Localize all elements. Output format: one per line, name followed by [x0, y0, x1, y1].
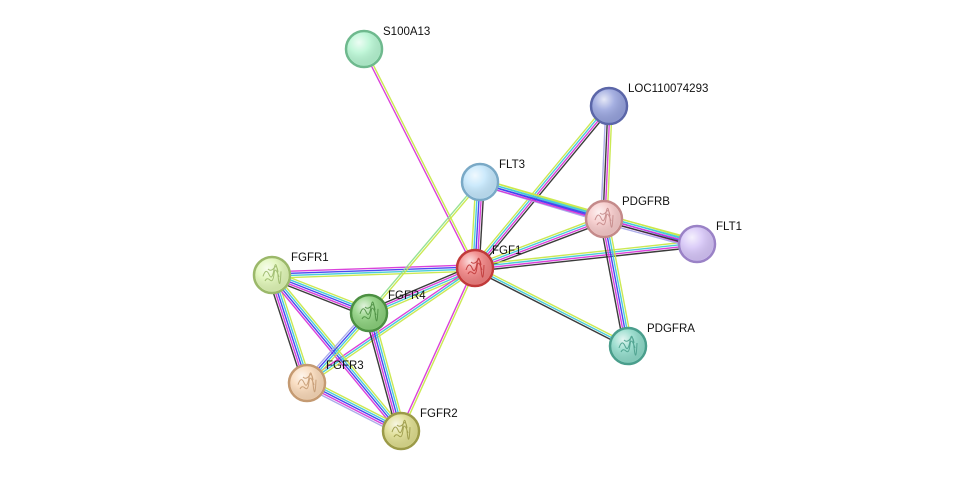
edge-evidence-line: [272, 268, 476, 277]
edge-evidence-line: [473, 215, 604, 266]
edge-evidence-line: [369, 270, 477, 317]
edge-evidence-line: [472, 103, 608, 267]
edges-layer: [267, 48, 699, 436]
node-flt3[interactable]: FLT3: [460, 159, 525, 202]
edge-evidence-line: [362, 49, 475, 269]
edge-evidence-line: [267, 276, 304, 385]
node-highlight: [587, 202, 621, 236]
edge-evidence-line: [306, 267, 476, 384]
edge-evidence-line: [271, 264, 475, 273]
edge-fgfr4-fgfr2[interactable]: [364, 311, 406, 433]
node-highlight: [384, 414, 418, 448]
edge-fgf1-loc110074293[interactable]: [472, 103, 612, 271]
edge-evidence-line: [401, 268, 477, 432]
node-pdgfra[interactable]: PDGFRA: [608, 323, 695, 366]
edge-evidence-line: [473, 104, 609, 268]
node-fgfr4[interactable]: FGFR4: [349, 290, 426, 333]
node-highlight: [611, 329, 645, 363]
node-loc110074293[interactable]: LOC110074293: [589, 83, 708, 126]
edge-fgf1-fgfr3[interactable]: [305, 265, 477, 386]
edge-evidence-line: [475, 244, 698, 270]
edge-evidence-line: [271, 266, 475, 275]
protein-structure-icon: [618, 335, 638, 356]
node-highlight: [680, 227, 714, 261]
edge-fgf1-fgfr1[interactable]: [271, 264, 476, 279]
node-label: FGFR3: [326, 360, 364, 372]
node-highlight: [592, 89, 626, 123]
node-label: FLT1: [716, 221, 742, 233]
edge-s100a13-fgf1[interactable]: [362, 48, 477, 269]
edge-evidence-line: [367, 180, 480, 313]
edge-evidence-line: [305, 265, 475, 382]
edge-evidence-line: [366, 313, 400, 432]
edge-evidence-line: [475, 246, 698, 272]
edge-evidence-line: [272, 273, 403, 431]
edge-evidence-line: [474, 242, 697, 268]
node-label: FGFR4: [388, 290, 426, 302]
node-label: FLT3: [499, 159, 525, 171]
edge-evidence-line: [368, 312, 402, 432]
node-highlight: [458, 251, 492, 285]
edge-evidence-line: [270, 275, 401, 433]
node-pdgfrb[interactable]: PDGFRB: [584, 196, 670, 239]
node-label: FGF1: [492, 245, 521, 257]
edge-evidence-line: [473, 269, 628, 349]
edge-evidence-line: [369, 182, 482, 315]
edge-evidence-line: [474, 240, 697, 266]
node-highlight: [290, 366, 324, 400]
edge-evidence-line: [599, 219, 625, 347]
node-label: PDGFRB: [622, 196, 670, 208]
node-s100a13[interactable]: S100A13: [344, 26, 430, 69]
edge-evidence-line: [475, 106, 611, 270]
edge-flt3-fgfr4[interactable]: [367, 180, 482, 315]
node-flt1[interactable]: FLT1: [677, 221, 742, 264]
protein-structure-icon: [262, 264, 282, 284]
edge-evidence-line: [475, 219, 605, 270]
node-label: PDGFRA: [647, 323, 695, 335]
edge-evidence-line: [476, 107, 612, 271]
edge-evidence-line: [601, 219, 627, 347]
node-label: FGFR1: [291, 252, 329, 264]
edge-evidence-line: [372, 311, 406, 431]
node-label: S100A13: [383, 26, 430, 38]
node-fgf1[interactable]: FGF1: [455, 245, 521, 288]
node-fgfr3[interactable]: FGFR3: [287, 360, 364, 403]
edge-evidence-line: [370, 312, 404, 431]
edge-evidence-line: [367, 264, 475, 311]
edge-evidence-line: [474, 217, 604, 268]
edge-evidence-line: [272, 270, 476, 279]
edge-evidence-line: [474, 267, 629, 347]
edge-evidence-line: [307, 269, 477, 386]
node-fgfr1[interactable]: FGFR1: [252, 252, 329, 295]
edge-evidence-line: [399, 267, 475, 431]
edge-fgf1-flt1[interactable]: [474, 240, 698, 272]
protein-structure-icon: [594, 207, 614, 228]
node-label: LOC110074293: [628, 83, 708, 95]
edge-fgf1-pdgfra[interactable]: [473, 265, 630, 349]
edge-evidence-line: [607, 218, 633, 346]
edge-evidence-line: [475, 265, 630, 345]
protein-structure-icon: [359, 301, 379, 322]
edge-fgf1-fgfr2[interactable]: [399, 267, 477, 432]
node-highlight: [347, 32, 381, 66]
edge-evidence-line: [605, 218, 631, 346]
protein-structure-icon: [391, 419, 411, 440]
protein-structure-icon: [465, 257, 485, 278]
edge-evidence-line: [603, 218, 629, 347]
protein-structure-icon: [297, 372, 317, 393]
edge-evidence-line: [364, 48, 477, 268]
node-fgfr2[interactable]: FGFR2: [381, 408, 458, 451]
node-highlight: [463, 165, 497, 199]
edge-pdgfrb-pdgfra[interactable]: [599, 218, 633, 347]
node-label: FGFR2: [420, 408, 458, 420]
edge-evidence-line: [364, 313, 398, 433]
node-highlight: [255, 258, 289, 292]
